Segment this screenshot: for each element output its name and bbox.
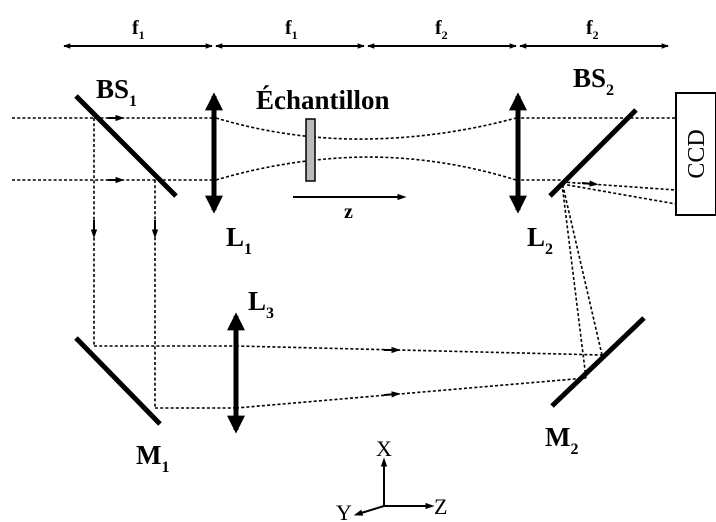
m2-label: M2: [545, 422, 578, 458]
mirror-m2: [550, 316, 646, 408]
reference-beam-to-ccd-2: [561, 183, 677, 205]
coordinate-axes: X Z Y: [336, 436, 447, 522]
focal-label-2: f1: [285, 17, 298, 42]
m1-label: M1: [136, 440, 169, 476]
y-axis-arrow: [353, 505, 385, 516]
m2-to-bs2-1: [561, 181, 603, 356]
l3-label: L3: [248, 286, 274, 322]
beam-splitter-bs1: [74, 94, 178, 198]
reference-to-m2-1: [235, 345, 603, 356]
focal-label-3: f2: [435, 17, 448, 42]
ccd-camera: [675, 92, 716, 216]
reference-beam-to-ccd-1: [561, 181, 677, 191]
reference-to-m2-2: [235, 377, 587, 409]
beam-envelope-bottom: [215, 156, 517, 181]
x-axis-label: X: [376, 436, 392, 461]
ccd-label: CCD: [684, 129, 710, 178]
bs2-label: BS2: [573, 63, 614, 99]
l2-label: L2: [527, 222, 553, 258]
z-arrow-label: z: [344, 201, 353, 223]
beam-splitter-bs2: [548, 108, 638, 198]
sample-beam-envelope: [215, 117, 517, 181]
input-beams: [12, 114, 216, 184]
beam-arrowhead: [581, 180, 599, 187]
focal-label-4: f2: [586, 17, 599, 42]
y-axis-label: Y: [336, 500, 352, 522]
m2-to-bs2-2: [561, 183, 587, 379]
output-beams: [516, 117, 677, 205]
sample-slab: [305, 118, 316, 182]
reference-arm-beams: [90, 118, 603, 409]
bs1-label: BS1: [96, 74, 137, 110]
beam-envelope-top: [215, 117, 517, 140]
focal-labels: f1 f1 f2 f2: [132, 17, 599, 42]
lenses: [205, 92, 527, 434]
mirror-m1: [74, 336, 162, 426]
z-axis-label: Z: [434, 494, 447, 519]
mirrors: [74, 94, 646, 426]
sample-label: Échantillon: [256, 85, 390, 115]
l1-label: L1: [226, 222, 252, 258]
focal-label-1: f1: [132, 17, 145, 42]
beam-arrowhead: [383, 391, 401, 398]
